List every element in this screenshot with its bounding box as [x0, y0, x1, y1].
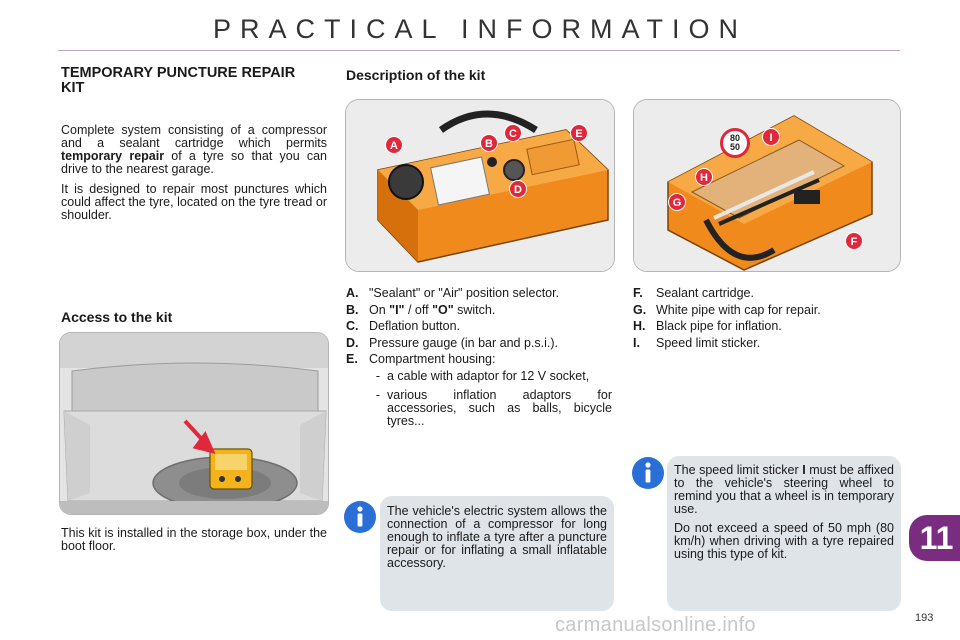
speed-sticker-top: 80	[729, 133, 740, 143]
legend-item-e: E. Compartment housing:	[346, 352, 496, 366]
callout-d: D	[509, 180, 527, 198]
intro-paragraph-1: Complete system consisting of a compress…	[61, 123, 327, 176]
section-heading-repair-kit: TEMPORARY PUNCTURE REPAIR KIT	[61, 65, 296, 96]
boot-illustration	[60, 333, 328, 514]
note-speed-text: The speed limit sticker I must be affixe…	[674, 464, 894, 567]
note-electric-system: The vehicle's electric system allows the…	[380, 496, 614, 611]
note-speed-paragraph-1: The speed limit sticker I must be affixe…	[674, 463, 895, 516]
note-speed-limit: The speed limit sticker I must be affixe…	[667, 456, 901, 611]
kit-legend-right: F. Sealant cartridge. G. White pipe with…	[633, 285, 901, 351]
page-title: PRACTICAL INFORMATION	[212, 14, 747, 44]
chapter-tab: 11	[909, 515, 960, 561]
callout-b: B	[480, 134, 498, 152]
legend-item-c: C. Deflation button.	[346, 319, 461, 333]
info-icon	[632, 457, 664, 489]
callout-a: A	[385, 136, 403, 154]
speed-sticker-bottom: 50	[729, 142, 740, 152]
kit-front-illustration	[346, 100, 614, 271]
legend-item-h: H. Black pipe for inflation.	[633, 319, 782, 333]
note-electric-text: The vehicle's electric system allows the…	[387, 504, 607, 570]
speed-sticker: 80 50	[720, 128, 750, 158]
callout-c: C	[504, 124, 522, 142]
section-heading-access: Access to the kit	[61, 309, 173, 325]
callout-f: F	[845, 232, 863, 250]
callout-i: I	[762, 128, 780, 146]
legend-item-b: B. On "I" / off "O" switch.	[346, 302, 496, 317]
title-divider	[58, 50, 900, 51]
legend-subitem-adaptors: - various inflation adaptors for accesso…	[375, 387, 612, 428]
legend-item-f: F. Sealant cartridge.	[633, 286, 754, 300]
intro-bold-term: temporary repair	[61, 149, 165, 163]
note-speed-paragraph-2: Do not exceed a speed of 50 mph (80 km/h…	[674, 521, 894, 561]
legend-item-d: D. Pressure gauge (in bar and p.s.i.).	[346, 335, 558, 350]
boot-figure	[59, 332, 329, 515]
intro-paragraph-2: It is designed to repair most punctures …	[61, 182, 327, 222]
callout-g: G	[668, 193, 686, 211]
callout-e: E	[570, 124, 588, 142]
legend-item-i: I. Speed limit sticker.	[633, 335, 761, 350]
intro-text: Complete system consisting of a compress…	[61, 124, 327, 229]
callout-h: H	[695, 168, 713, 186]
watermark: carmanualsonline.info	[555, 614, 756, 636]
kit-legend-left: A. "Sealant" or "Air" position selector.…	[346, 285, 614, 432]
legend-item-a: A. "Sealant" or "Air" position selector.	[346, 286, 560, 300]
access-caption: This kit is installed in the storage box…	[61, 526, 327, 553]
section-heading-kit-description: Description of the kit	[346, 67, 486, 83]
page-number: 193	[915, 612, 934, 624]
legend-subitem-cable: - a cable with adaptor for 12 V socket,	[375, 368, 590, 383]
kit-front-figure	[345, 99, 615, 272]
info-icon	[344, 501, 376, 533]
legend-item-g: G. White pipe with cap for repair.	[633, 302, 821, 317]
